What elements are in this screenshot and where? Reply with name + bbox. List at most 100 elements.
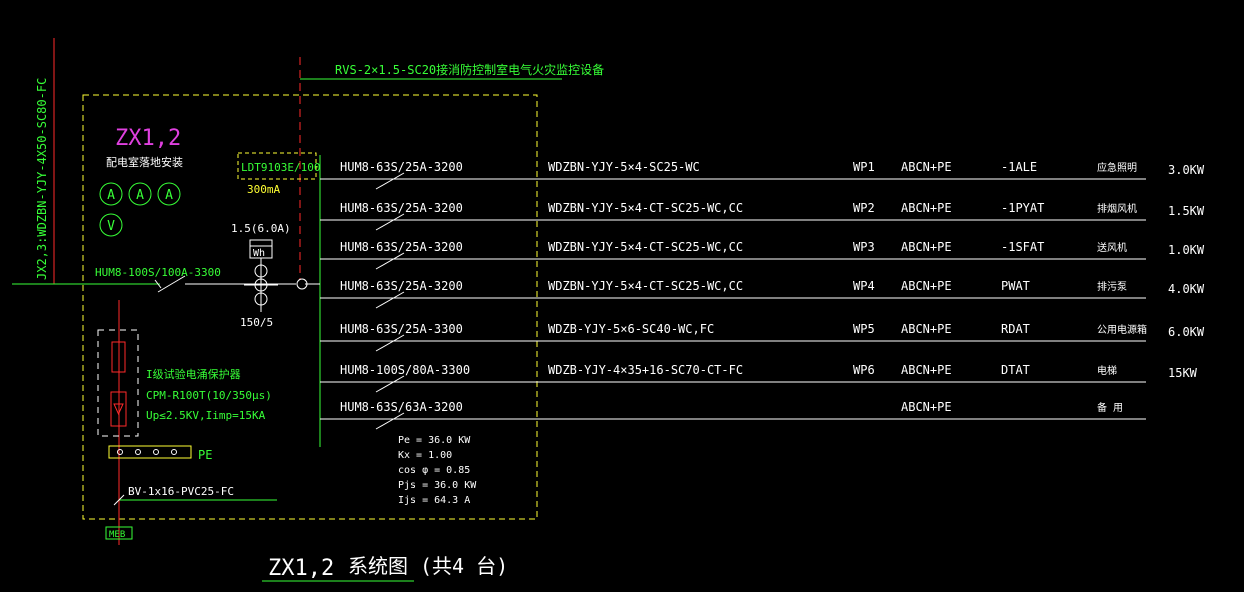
circuit-code: WP5: [853, 322, 875, 336]
circuit-power: 15KW: [1168, 366, 1198, 380]
load-calc-line: Kx = 1.00: [398, 450, 452, 461]
circuit-power: 4.0KW: [1168, 282, 1205, 296]
circuit-phase: ABCN+PE: [901, 201, 952, 215]
circuit-phase: ABCN+PE: [901, 279, 952, 293]
load-calc-line: Pe = 36.0 KW: [398, 435, 471, 446]
pe-label: PE: [198, 448, 212, 462]
caption-count: (共4 台): [420, 554, 508, 578]
circuit-power: 3.0KW: [1168, 163, 1205, 177]
circuit-breaker-label: HUM8-63S/25A-3200: [340, 160, 463, 174]
circuit-breaker-label: HUM8-63S/25A-3200: [340, 240, 463, 254]
circuit-use: 排烟风机: [1097, 202, 1137, 215]
load-calc-line: Pjs = 36.0 KW: [398, 480, 477, 491]
caption-subject: 系统图: [348, 554, 408, 578]
circuit-phase: ABCN+PE: [901, 400, 952, 414]
svg-text:A: A: [107, 188, 115, 203]
circuit-power: 1.5KW: [1168, 204, 1205, 218]
circuit-breaker-switch: [375, 412, 405, 430]
spd-varistor-icon: [110, 391, 127, 427]
circuit-breaker-switch: [375, 172, 405, 190]
circuit-row: HUM8-63S/25A-3300 WDZB-YJY-5×6-SC40-WC,FC…: [320, 322, 1205, 352]
circuit-use: 送风机: [1097, 241, 1127, 254]
circuit-breaker-label: HUM8-100S/80A-3300: [340, 363, 470, 377]
panel-name: ZX1,2: [115, 126, 181, 151]
circuit-destination: -1SFAT: [1001, 240, 1044, 254]
circuit-cable-label: WDZB-YJY-5×6-SC40-WC,FC: [548, 322, 714, 336]
circuit-use: 电梯: [1097, 364, 1117, 377]
circuit-cable-label: WDZBN-YJY-5×4-CT-SC25-WC,CC: [548, 279, 743, 293]
spd-enclosure: [97, 329, 139, 437]
circuit-phase: ABCN+PE: [901, 322, 952, 336]
main-breaker-label: HUM8-100S/100A-3300: [95, 266, 221, 279]
circuit-destination: -1PYAT: [1001, 201, 1044, 215]
circuit-cable-label: WDZB-YJY-4×35+16-SC70-CT-FC: [548, 363, 743, 377]
circuit-cable-label: WDZBN-YJY-5×4-CT-SC25-WC,CC: [548, 201, 743, 215]
pe-bar: [108, 445, 192, 459]
circuit-breaker-switch: [375, 213, 405, 231]
meb-box: [105, 526, 133, 540]
circuit-code: WP2: [853, 201, 875, 215]
rcd-current-label: 300mA: [247, 183, 280, 196]
circuit-row: HUM8-63S/25A-3200 WDZBN-YJY-5×4-CT-SC25-W…: [320, 279, 1205, 309]
load-calculation: Pe = 36.0 KW Kx = 1.00 cos φ = 0.85 Pjs …: [398, 435, 477, 506]
circuit-breaker-switch: [375, 334, 405, 352]
circuit-destination: RDAT: [1001, 322, 1030, 336]
circuit-use: 备 用: [1097, 401, 1123, 414]
circuit-breaker-label: HUM8-63S/25A-3300: [340, 322, 463, 336]
circuit-use: 公用电源箱: [1097, 323, 1147, 336]
svg-text:Wh: Wh: [253, 248, 265, 259]
ammeter-icon: [99, 182, 123, 206]
meter-group: A A A V: [99, 182, 181, 237]
circuit-power: 1.0KW: [1168, 243, 1205, 257]
meb-label: MEB: [109, 530, 125, 540]
circuit-destination: -1ALE: [1001, 160, 1037, 174]
load-calc-line: Ijs = 64.3 A: [398, 495, 470, 506]
circuit-phase: ABCN+PE: [901, 160, 952, 174]
spd-title: I级试验电涌保护器: [146, 367, 241, 381]
current-transformer-icon: [254, 292, 268, 306]
caption-name: ZX1,2: [268, 556, 334, 581]
meter-rating-label: 1.5(6.0A): [231, 222, 291, 235]
rcd-monitor-model: LDT9103E/100: [241, 161, 320, 174]
panel-description: 配电室落地安装: [106, 155, 183, 169]
circuit-list: HUM8-63S/25A-3200 WDZBN-YJY-5×4-SC25-WC WP…: [320, 160, 1205, 430]
fire-link-cable-label: RVS-2×1.5-SC20接消防控制室电气火灾监控设备: [335, 62, 604, 77]
svg-text:V: V: [107, 219, 115, 234]
circuit-code: WP1: [853, 160, 875, 174]
circuit-breaker-switch: [375, 291, 405, 309]
circuit-use: 排污泵: [1097, 280, 1127, 293]
circuit-cable-label: WDZBN-YJY-5×4-SC25-WC: [548, 160, 700, 174]
spd-params: Up≤2.5KV,Iimp=15KA: [146, 409, 266, 422]
circuit-use: 应急照明: [1097, 161, 1137, 174]
panel-enclosure: [82, 94, 538, 520]
circuit-phase: ABCN+PE: [901, 363, 952, 377]
current-transformer-icon: [254, 264, 268, 278]
spd-fuse-icon: [111, 341, 126, 373]
circuit-breaker-label: HUM8-63S/63A-3200: [340, 400, 463, 414]
circuit-row: HUM8-63S/25A-3200 WDZBN-YJY-5×4-CT-SC25-W…: [320, 240, 1205, 270]
circuit-destination: PWAT: [1001, 279, 1030, 293]
voltmeter-icon: [99, 213, 123, 237]
ground-cable-label: BV-1x16-PVC25-FC: [128, 485, 234, 498]
rcd-monitor-box: [237, 152, 317, 180]
spd-model: CPM-R100T(10/350μs): [146, 389, 272, 402]
circuit-code: WP4: [853, 279, 875, 293]
circuit-breaker-switch: [375, 252, 405, 270]
circuit-breaker-label: HUM8-63S/25A-3200: [340, 279, 463, 293]
circuit-destination: DTAT: [1001, 363, 1030, 377]
circuit-cable-label: WDZBN-YJY-5×4-CT-SC25-WC,CC: [548, 240, 743, 254]
circuit-row: HUM8-63S/63A-3200 ABCN+PE 备 用: [320, 400, 1146, 430]
ammeter-icon: [157, 182, 181, 206]
svg-text:A: A: [136, 188, 144, 203]
main-breaker-switch: [157, 275, 186, 293]
ammeter-icon: [128, 182, 152, 206]
svg-text:A: A: [165, 188, 173, 203]
circuit-row: HUM8-63S/25A-3200 WDZBN-YJY-5×4-CT-SC25-W…: [320, 201, 1205, 231]
circuit-phase: ABCN+PE: [901, 240, 952, 254]
circuit-breaker-switch: [375, 375, 405, 393]
circuit-code: WP6: [853, 363, 875, 377]
circuit-breaker-label: HUM8-63S/25A-3200: [340, 201, 463, 215]
ct-ratio-label: 150/5: [240, 316, 273, 329]
circuit-row: HUM8-100S/80A-3300 WDZB-YJY-4×35+16-SC70-…: [320, 363, 1198, 393]
